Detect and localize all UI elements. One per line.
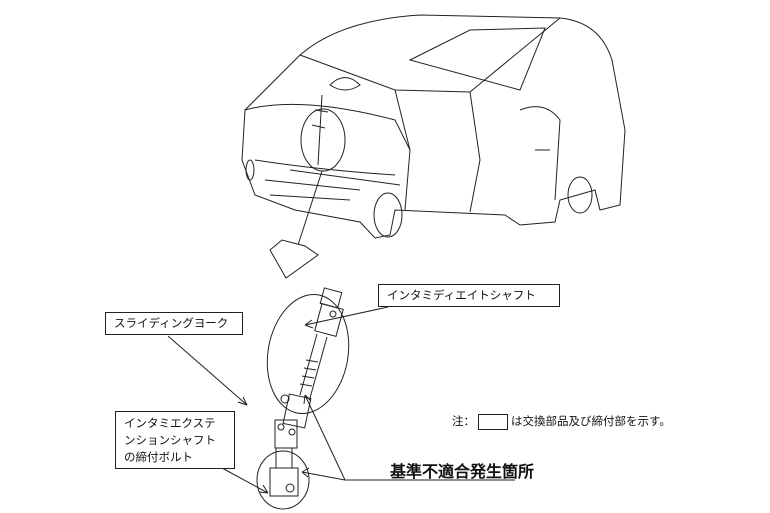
label-line: ンションシャフト [124, 433, 216, 447]
zoom-arrow [269, 170, 323, 279]
legend-box-swatch [478, 413, 508, 430]
label-line: インタミエクステ [124, 416, 216, 430]
highlight-ellipse-lower [256, 450, 310, 510]
defect-location-label: 基準不適合発生箇所 [390, 462, 535, 481]
car-detail-circle [300, 108, 346, 172]
note-prefix: 注： [452, 414, 475, 428]
highlight-ellipse-upper [266, 294, 350, 414]
legend-note: 注： は交換部品及び締付部を示す。 [452, 413, 671, 430]
note-suffix: は交換部品及び締付部を示す。 [511, 414, 671, 428]
label-sliding-yoke: スライディングヨーク [105, 312, 243, 335]
steering-shaft-illustration [269, 287, 344, 497]
leader-lines [167, 306, 515, 494]
label-extension-shaft-bolt: インタミエクステ ンションシャフト の締付ボルト [115, 411, 235, 469]
label-line: の締付ボルト [124, 450, 193, 464]
label-intermediate-shaft: インタミディエイトシャフト [378, 284, 560, 307]
car-illustration [241, 14, 626, 239]
